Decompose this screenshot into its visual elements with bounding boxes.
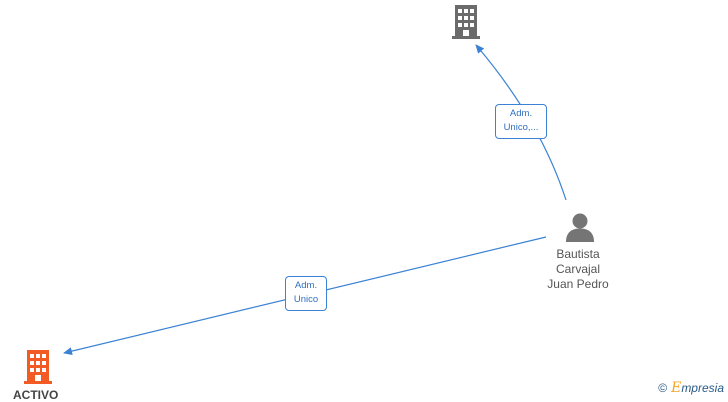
company-status-label[interactable]: ACTIVO <box>13 388 59 402</box>
edge-label-line: Unico,... <box>503 122 539 133</box>
person-name-line: Bautista <box>556 247 600 261</box>
edge-label-line: Unico <box>293 294 319 305</box>
edge-label-line: Adm. <box>509 108 533 119</box>
building-icon-active[interactable] <box>24 350 52 384</box>
edge-label-top[interactable]: Adm. Unico,... <box>495 104 547 139</box>
watermark: © Empresia <box>658 380 724 396</box>
building-icon[interactable] <box>452 5 480 39</box>
person-name-label[interactable]: Bautista Carvajal Juan Pedro <box>530 247 626 292</box>
person-icon[interactable] <box>566 213 594 243</box>
person-name-line: Juan Pedro <box>547 277 609 291</box>
brand-initial: E <box>671 380 682 396</box>
brand-name: mpresia <box>681 381 724 395</box>
copyright-icon: © <box>658 381 668 395</box>
person-name-line: Carvajal <box>555 262 600 276</box>
edge-label-line: Adm. <box>294 280 318 291</box>
edge-label-bottom[interactable]: Adm. Unico <box>285 276 327 311</box>
